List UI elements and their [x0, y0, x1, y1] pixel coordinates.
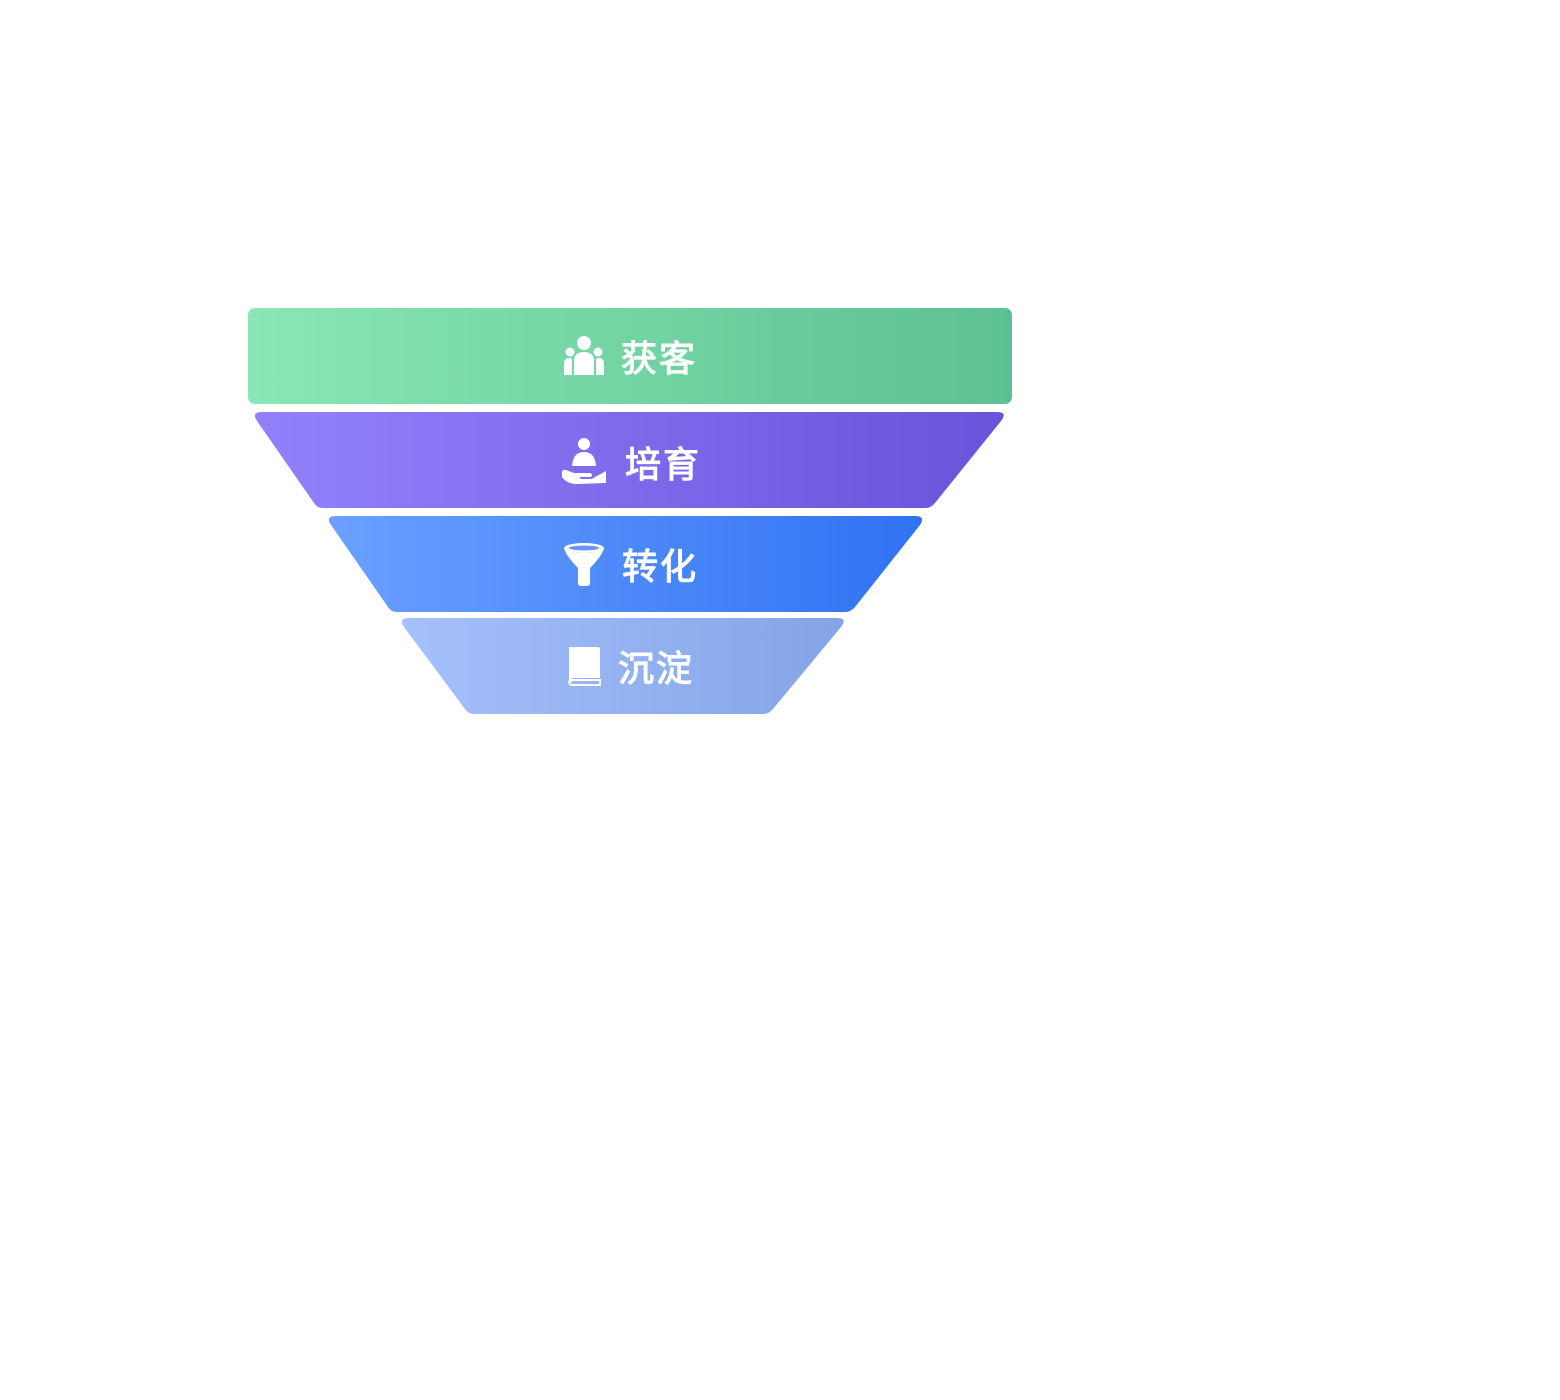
stage-label-convert: 转化 [621, 547, 698, 588]
stage-convert-content: 转化 [248, 539, 1012, 589]
funnel-stage-nurture [254, 412, 1004, 508]
stage-label-acquire: 获客 [620, 339, 697, 380]
funnel-stage-retain [401, 618, 844, 714]
stage-label-nurture: 培育 [624, 445, 701, 486]
book-icon [566, 646, 602, 686]
stage-label-retain: 沉淀 [617, 649, 694, 690]
stage-nurture-content: 培育 [248, 437, 1012, 487]
users-icon [563, 335, 605, 377]
funnel-icon [562, 542, 606, 586]
stage-acquire-content: 获客 [248, 331, 1012, 381]
funnel-stage-convert [328, 516, 923, 612]
stage-retain-content: 沉淀 [248, 641, 1012, 691]
funnel-stage-acquire [248, 308, 1012, 404]
nurture-icon [559, 437, 609, 487]
